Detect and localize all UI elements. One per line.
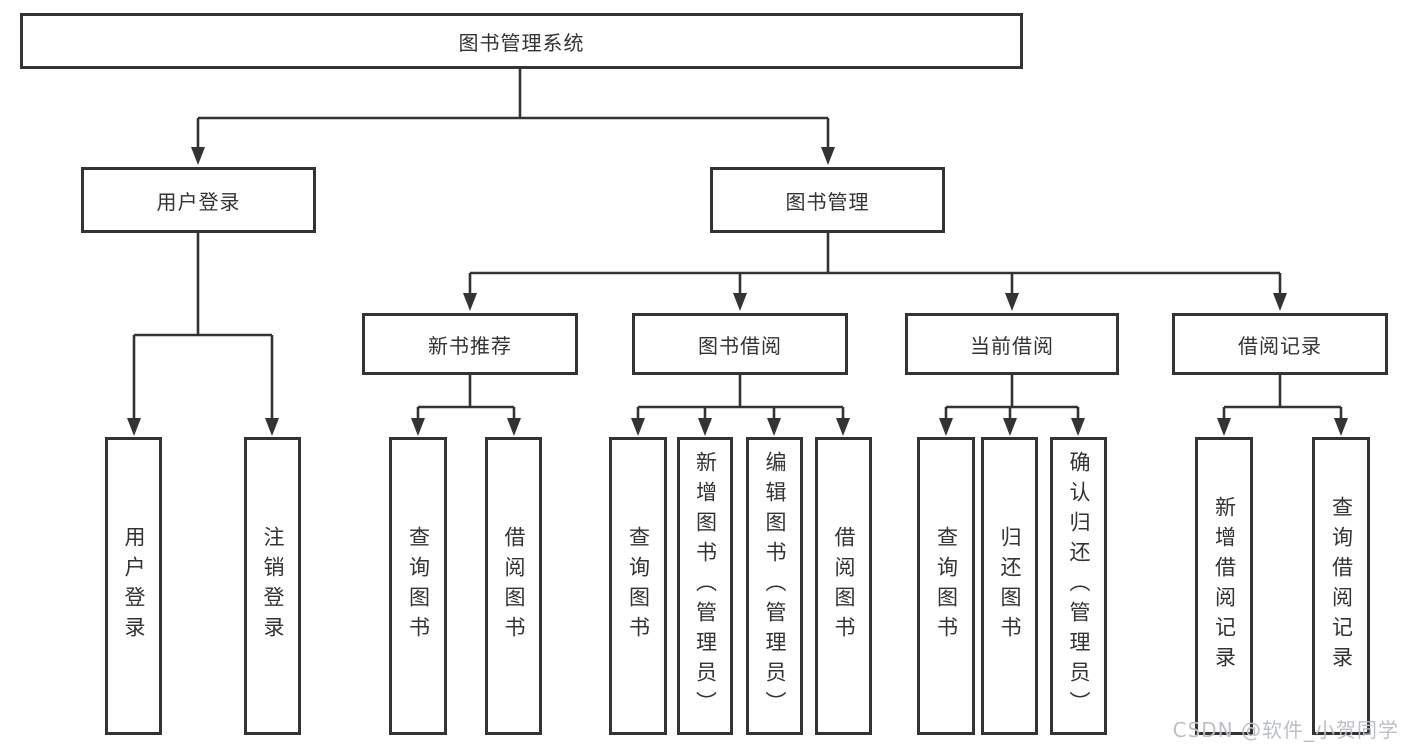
leaf-edit-books-admin: 编辑图书（管理员） <box>746 437 803 735</box>
leaf-add-borrow-record-label: 新增借阅记录 <box>1212 496 1237 676</box>
leaf-user-login-label: 用户登录 <box>122 526 146 646</box>
leaf-borrow-books-recommend-label: 借阅图书 <box>502 526 526 646</box>
leaf-add-books-admin-label: 新增图书（管理员） <box>693 451 718 721</box>
node-new-book-recommendation: 新书推荐 <box>362 313 578 375</box>
node-root: 图书管理系统 <box>20 13 1023 69</box>
leaf-add-books-admin: 新增图书（管理员） <box>677 437 733 735</box>
leaf-query-books-current-label: 查询图书 <box>934 526 959 646</box>
leaf-borrow-books-recommend: 借阅图书 <box>485 437 542 735</box>
leaf-query-borrow-record: 查询借阅记录 <box>1312 437 1370 735</box>
leaf-borrow-books-borrowing-label: 借阅图书 <box>832 526 856 646</box>
leaf-query-borrow-record-label: 查询借阅记录 <box>1329 496 1354 676</box>
leaf-borrow-books-borrowing: 借阅图书 <box>815 437 872 735</box>
node-root-label: 图书管理系统 <box>458 30 585 55</box>
node-user-login: 用户登录 <box>81 167 316 233</box>
leaf-confirm-return-admin-label: 确认归还（管理员） <box>1067 451 1091 721</box>
leaf-query-books-borrowing: 查询图书 <box>609 437 667 735</box>
leaf-query-books-recommend: 查询图书 <box>389 437 447 735</box>
node-borrowing-records: 借阅记录 <box>1172 313 1388 375</box>
leaf-return-books-label: 归还图书 <box>998 526 1022 646</box>
node-new-book-recommendation-label: 新书推荐 <box>428 333 512 358</box>
leaf-user-login: 用户登录 <box>105 437 162 735</box>
leaf-return-books: 归还图书 <box>981 437 1038 735</box>
node-book-borrowing-label: 图书借阅 <box>698 333 782 358</box>
leaf-logout-label: 注销登录 <box>261 526 285 646</box>
connector-paths <box>132 69 1343 421</box>
leaf-confirm-return-admin: 确认归还（管理员） <box>1050 437 1107 735</box>
node-current-borrowing: 当前借阅 <box>905 313 1119 375</box>
leaf-edit-books-admin-label: 编辑图书（管理员） <box>763 451 787 721</box>
node-borrowing-records-label: 借阅记录 <box>1238 333 1322 358</box>
node-current-borrowing-label: 当前借阅 <box>970 333 1054 358</box>
node-book-management: 图书管理 <box>710 167 945 233</box>
node-book-borrowing: 图书借阅 <box>632 313 848 375</box>
leaf-logout: 注销登录 <box>244 437 301 735</box>
node-book-management-label: 图书管理 <box>785 189 870 214</box>
leaf-query-books-recommend-label: 查询图书 <box>406 526 431 646</box>
leaf-add-borrow-record: 新增借阅记录 <box>1195 437 1253 735</box>
csdn-watermark: CSDN @软件_小贺同学 <box>1172 718 1399 742</box>
node-user-login-label: 用户登录 <box>156 189 241 214</box>
leaf-query-books-current: 查询图书 <box>917 437 975 735</box>
leaf-query-books-borrowing-label: 查询图书 <box>626 526 651 646</box>
